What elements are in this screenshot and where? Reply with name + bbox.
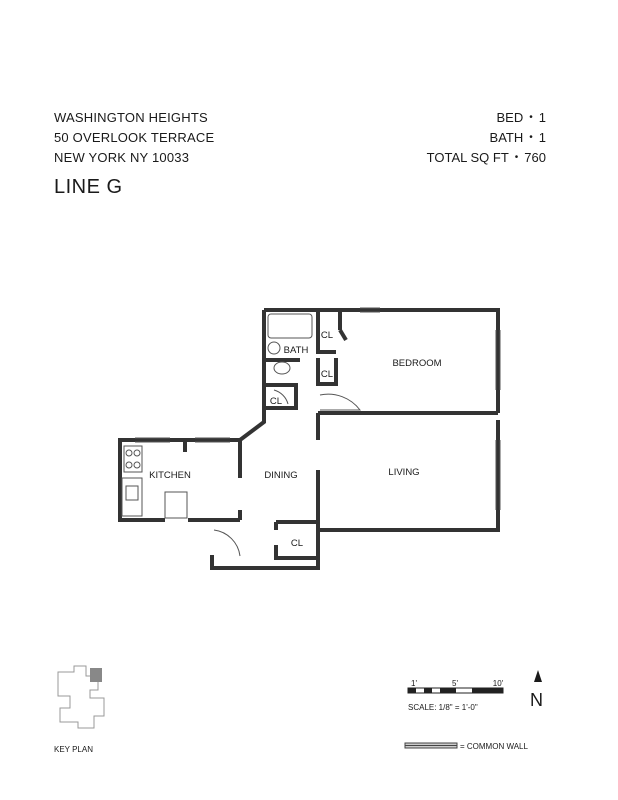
- burner: [133, 449, 141, 457]
- stat-label: BED: [496, 110, 524, 125]
- wall-outer: [118, 310, 266, 522]
- stat-value: 1: [538, 110, 546, 125]
- north-label: N: [530, 690, 543, 710]
- north-arrow-icon: [534, 670, 542, 682]
- stat-bed: BED • 1: [427, 108, 546, 128]
- window: [135, 437, 170, 443]
- address-street: 50 OVERLOOK TERRACE: [54, 130, 215, 145]
- scale-bar: [407, 687, 504, 694]
- key-plan-highlight: [90, 668, 102, 682]
- stat-label: TOTAL SQ FT: [426, 150, 509, 165]
- room-label-closet: CL: [270, 396, 282, 407]
- bullet: •: [529, 132, 533, 143]
- window: [360, 307, 380, 313]
- wall-outer: [210, 420, 500, 570]
- wall-closet: [316, 312, 336, 354]
- address-neighborhood: WASHINGTON HEIGHTS: [54, 110, 208, 125]
- kitchen-sink: [125, 485, 139, 501]
- room-label-living: LIVING: [388, 467, 419, 478]
- room-label-closet: CL: [321, 330, 333, 341]
- refrigerator: [164, 491, 188, 519]
- wall-partition: [338, 328, 348, 342]
- door-swing: [273, 389, 289, 405]
- bathtub: [267, 313, 313, 339]
- window: [495, 440, 501, 510]
- scale-tick: 10': [493, 679, 504, 688]
- stat-bath: BATH • 1: [427, 128, 546, 148]
- wall-closet: [316, 358, 338, 386]
- window: [495, 330, 501, 390]
- address-block: WASHINGTON HEIGHTS 50 OVERLOOK TERRACE N…: [54, 108, 214, 168]
- room-label-closet: CL: [321, 369, 333, 380]
- burner: [125, 461, 133, 469]
- room-label-bath: BATH: [284, 345, 309, 356]
- key-plan-diagram: [57, 665, 105, 729]
- common-wall-symbol: [404, 742, 458, 749]
- sink: [267, 341, 281, 355]
- wall-outer: [264, 308, 500, 413]
- stat-sqft: TOTAL SQ FT • 760: [427, 148, 546, 168]
- wall-closet: [264, 383, 298, 410]
- toilet: [273, 361, 291, 375]
- room-label-bedroom: BEDROOM: [392, 358, 441, 369]
- counter: [121, 477, 143, 517]
- stove: [123, 445, 143, 473]
- bullet: •: [529, 112, 533, 123]
- door-swing: [319, 393, 362, 411]
- stat-value: 1: [538, 130, 546, 145]
- stat-value: 760: [524, 150, 546, 165]
- stat-label: BATH: [489, 130, 524, 145]
- scale-tick: 1': [411, 679, 417, 688]
- line-label: LINE G: [54, 176, 123, 198]
- burner: [133, 461, 141, 469]
- window: [195, 437, 230, 443]
- key-plan-label: KEY PLAN: [54, 745, 93, 754]
- door-swing: [213, 529, 241, 557]
- common-wall-label: = COMMON WALL: [460, 742, 528, 751]
- bullet: •: [514, 152, 519, 163]
- wall-closet: [274, 545, 318, 560]
- room-label-kitchen: KITCHEN: [149, 470, 191, 481]
- unit-stats: BED • 1 BATH • 1 TOTAL SQ FT • 760: [427, 108, 546, 168]
- scale-text: SCALE: 1/8" = 1'-0": [408, 703, 478, 712]
- room-label-dining: DINING: [264, 470, 297, 481]
- scale-tick: 5': [452, 679, 458, 688]
- burner: [125, 449, 133, 457]
- address-city: NEW YORK NY 10033: [54, 150, 190, 165]
- room-label-closet: CL: [291, 538, 303, 549]
